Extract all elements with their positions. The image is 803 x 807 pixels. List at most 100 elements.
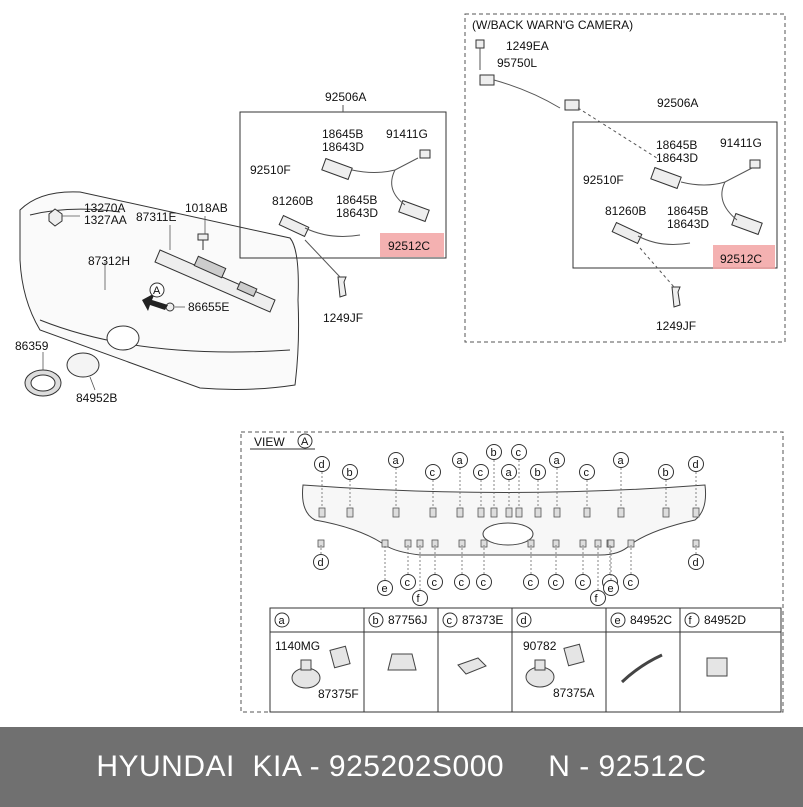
bottom-callout-14: d	[688, 545, 704, 570]
bottom-callout-12-letter: c	[628, 577, 634, 589]
label-84952b: 84952B	[76, 391, 117, 405]
clip-mark-top-8	[490, 507, 498, 518]
bottom-callout-2: c	[400, 545, 416, 590]
clip-mark-top-1	[346, 507, 354, 518]
view-a-title-marker: A	[301, 436, 309, 448]
view-a-clip-marks	[317, 507, 700, 548]
bottom-callout-0-letter: d	[318, 557, 324, 569]
bottom-callout-3-letter: f	[417, 593, 421, 605]
label-87312h: 87312H	[88, 254, 130, 268]
label-87311e: 87311E	[136, 210, 176, 224]
clip-mark-bottom-12	[627, 539, 635, 548]
top-callout-5-letter: c	[478, 467, 484, 479]
bottom-callout-12: c	[623, 545, 639, 590]
label-1249jf-camera: 1249JF	[656, 319, 696, 333]
label-18643d-camera: 18643D	[656, 151, 698, 165]
legend-col-c: c 87373E	[442, 612, 503, 628]
clip-mark-bottom-5	[458, 539, 466, 548]
top-callout-9: c	[511, 444, 527, 508]
clip-mark-bottom-4	[431, 539, 439, 548]
label-92510f-center: 92510F	[250, 163, 291, 177]
legend-part-87373E: 87373E	[462, 613, 503, 627]
legend-letter-c: c	[447, 615, 453, 627]
bottom-callout-6-letter: c	[481, 577, 487, 589]
bottom-callout-3: f	[412, 545, 428, 606]
view-a-arrow-icon: A	[142, 282, 168, 311]
label-91411g-center: 91411G	[386, 127, 428, 141]
top-callout-8-letter: b	[491, 447, 497, 459]
legend-part-87375A: 87375A	[553, 686, 594, 700]
label-18645b-center-2: 18645B	[336, 193, 377, 207]
top-callout-4-letter: a	[457, 455, 464, 467]
main-leader-lines	[42, 215, 206, 391]
label-18645b-camera: 18645B	[656, 138, 697, 152]
label-1018ab: 1018AB	[185, 201, 228, 215]
clip-mark-bottom-7	[527, 539, 535, 548]
top-callout-13: b	[658, 464, 674, 508]
clip-mark-top-4	[456, 507, 464, 518]
footer-part-number-text: HYUNDAI KIA - 925202S000 N - 92512C	[96, 750, 707, 783]
label-18645b-center: 18645B	[322, 127, 363, 141]
view-a-bottom-callouts: decfcccccccfced	[313, 545, 704, 606]
license-lamp-box	[239, 105, 447, 278]
clip-mark-top-11	[583, 507, 591, 518]
label-18645b-camera-2: 18645B	[667, 204, 708, 218]
bottom-callout-11: f	[590, 545, 606, 606]
highlight-92512c-camera	[713, 245, 775, 269]
top-callout-7: b	[530, 464, 546, 508]
clip-mark-bottom-1	[381, 539, 389, 548]
label-92512c-center: 92512C	[388, 239, 430, 253]
bottom-callout-2-letter: c	[405, 577, 411, 589]
top-callout-10: a	[549, 452, 565, 508]
top-callout-0: d	[314, 456, 330, 508]
clip-mark-bottom-3	[416, 539, 424, 548]
top-callout-13-letter: b	[663, 467, 669, 479]
label-81260b-center: 81260B	[272, 194, 313, 208]
clip-mark-bottom-2	[404, 539, 412, 548]
clip-mark-bottom-14	[692, 539, 700, 548]
legend-part-84952D: 84952D	[704, 613, 746, 627]
clip-mark-top-12	[617, 507, 625, 518]
view-a-legend-table	[269, 607, 782, 713]
top-callout-14: d	[688, 456, 704, 508]
view-a-marker: A	[153, 285, 161, 297]
clip-mark-top-10	[553, 507, 561, 518]
legend-col-f: f 84952D	[684, 612, 746, 628]
bottom-callout-11-letter: f	[595, 593, 599, 605]
clip-mark-top-9	[515, 507, 523, 518]
legend-letter-e: e	[615, 615, 621, 627]
bottom-callout-13-letter: e	[608, 583, 614, 595]
top-callout-11-letter: c	[584, 467, 590, 479]
footer-bar: HYUNDAI KIA - 925202S000 N - 92512C	[0, 727, 803, 807]
bottom-callout-0: d	[313, 545, 329, 570]
small-parts-drawing	[24, 208, 347, 397]
legend-letter-b: b	[373, 615, 379, 627]
bottom-callout-7-letter: c	[528, 577, 534, 589]
label-18643d-center: 18643D	[322, 140, 364, 154]
bottom-callout-7: c	[523, 545, 539, 590]
clip-mark-bottom-8	[552, 539, 560, 548]
diagram-canvas: A 13270A 1327AA 87311E 1018AB 87312H 866…	[15, 13, 786, 713]
top-callout-4: a	[452, 452, 468, 508]
bottom-callout-1: e	[377, 545, 393, 596]
label-86359: 86359	[15, 339, 49, 353]
highlight-92512c	[380, 233, 444, 257]
top-callout-5: c	[473, 464, 489, 508]
bottom-callout-13: e	[603, 545, 619, 596]
legend-letter-f: f	[689, 615, 693, 627]
clip-mark-bottom-13	[607, 539, 615, 548]
bottom-callout-4: c	[427, 545, 443, 590]
bracket-87311e-drawing	[154, 249, 276, 313]
clip-mark-top-13	[662, 507, 670, 518]
bottom-callout-4-letter: c	[432, 577, 438, 589]
view-a-title: VIEW	[254, 435, 285, 449]
label-92506a-camera: 92506A	[657, 96, 698, 110]
label-1249ea: 1249EA	[506, 39, 549, 53]
label-92512c-camera: 92512C	[720, 252, 762, 266]
legend-letter-d: d	[521, 615, 527, 627]
top-callout-12-letter: a	[618, 455, 625, 467]
top-callout-1: b	[342, 464, 358, 508]
